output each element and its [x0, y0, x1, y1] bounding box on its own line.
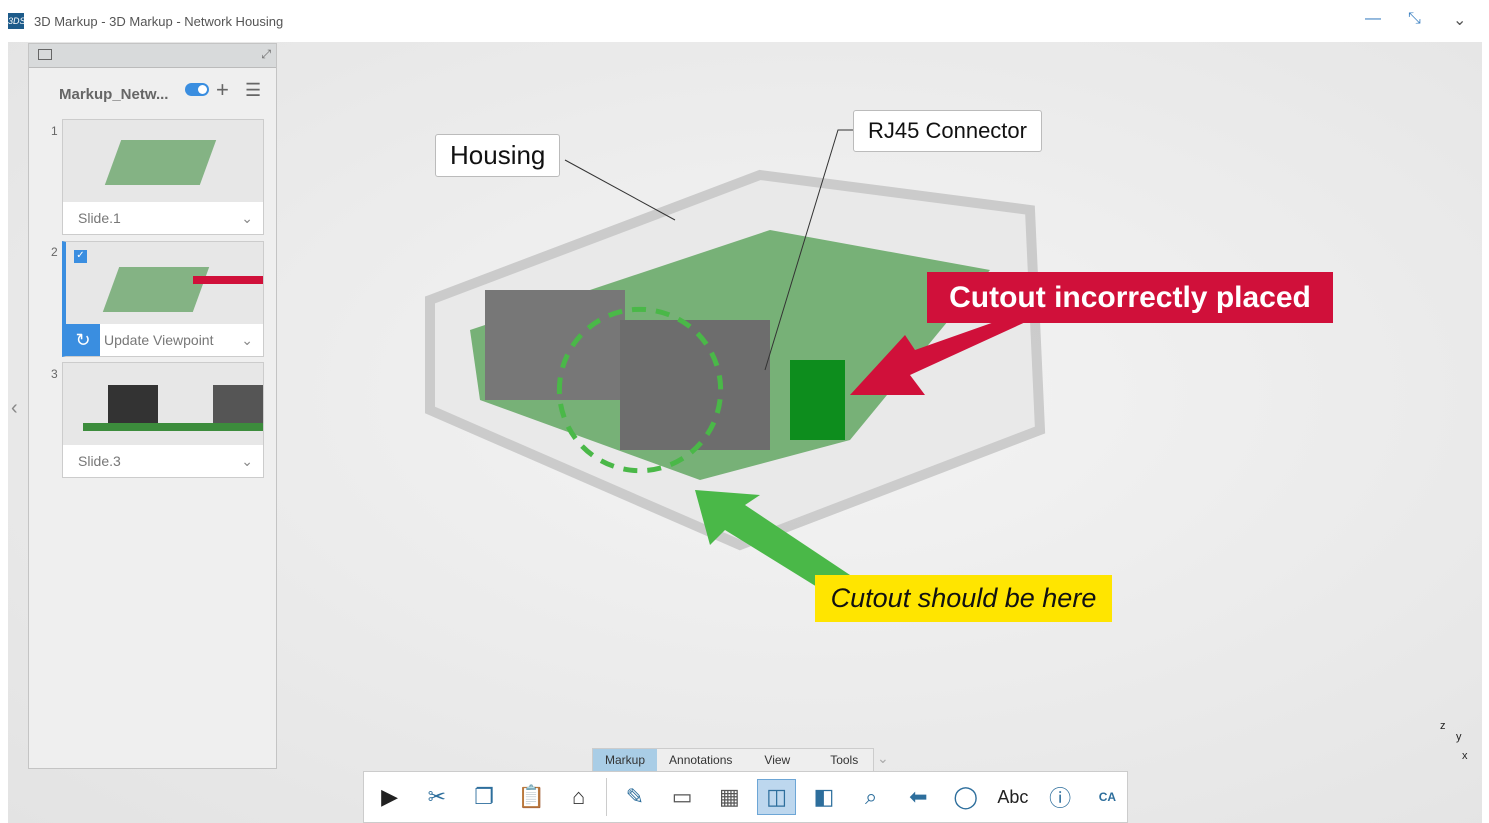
measure-icon[interactable]: ⌕	[864, 784, 878, 809]
3d-view-icon[interactable]: ◫	[756, 779, 797, 815]
chevron-down-icon[interactable]: ⌄	[241, 210, 253, 226]
cutout-here-annotation[interactable]: Cutout should be here	[815, 575, 1112, 622]
slide-thumbnail	[63, 120, 263, 202]
slide-number: 3	[51, 367, 58, 381]
section-icon[interactable]: ◧	[813, 784, 835, 809]
collapse-toolbar-icon[interactable]: ⌄	[877, 750, 889, 766]
slide-number: 1	[51, 124, 58, 138]
expand-icon[interactable]: ⤢	[261, 47, 271, 61]
background-icon[interactable]: ▭	[671, 784, 693, 809]
tab-view[interactable]: View	[764, 753, 791, 767]
arrow-icon[interactable]: ⬅	[909, 784, 928, 809]
title-bar: 3DS 3D Markup - 3D Markup - Network Hous…	[0, 0, 1489, 42]
chevron-down-icon[interactable]: ⌄	[241, 453, 253, 469]
text-button[interactable]: Abc	[997, 786, 1029, 807]
slide-label: Slide.3	[78, 453, 121, 469]
slide-item[interactable]: Slide.3 ⌄	[62, 362, 264, 478]
app-logo: 3DS	[8, 13, 26, 29]
slide-item-selected[interactable]: ✓ ↻Update Viewpoint ⌄	[62, 241, 264, 357]
minimize-icon[interactable]: —	[1365, 10, 1381, 27]
axis-triad: z y x	[1440, 720, 1468, 762]
circle-icon[interactable]: ◯	[953, 784, 978, 809]
slide-thumbnail	[63, 363, 263, 445]
chevron-down-icon[interactable]: ⌄	[241, 332, 253, 348]
add-icon[interactable]: +	[216, 77, 229, 102]
checkbox[interactable]: ✓	[74, 250, 87, 263]
refresh-icon[interactable]: ↻	[66, 324, 100, 356]
alert-icon[interactable]: ⓘ	[1049, 786, 1072, 811]
axis-z: z	[1440, 720, 1446, 732]
screen-icon[interactable]	[38, 49, 52, 60]
slide-number: 2	[51, 245, 58, 259]
tab-tools[interactable]: Tools	[830, 753, 859, 767]
restore-icon[interactable]: ⤡	[1408, 10, 1421, 27]
play-icon[interactable]: ▶	[381, 784, 399, 809]
panel-header: ⤢	[29, 44, 276, 68]
action-toolbar: ▶ ✂ ❐ 📋 ⌂ ✎ ▭ ▦ ◫ ◧ ⌕ ⬅ ◯ Abc ⓘ CA	[363, 771, 1128, 823]
toolbar-tabs: Markup Annotations View Tools	[592, 748, 874, 772]
ca-icon[interactable]: CA	[1098, 790, 1117, 804]
window-title: 3D Markup - 3D Markup - Network Housing	[34, 14, 284, 29]
slide-label: Slide.1	[78, 210, 121, 226]
grid-icon[interactable]: ▦	[718, 784, 740, 809]
collapse-panel-icon[interactable]: ‹	[11, 397, 18, 419]
axis-y: y	[1456, 731, 1462, 743]
markup-name: Markup_Netw...	[59, 86, 169, 103]
tab-annotations[interactable]: Annotations	[669, 753, 733, 767]
home-icon[interactable]: ⌂	[571, 784, 586, 809]
slide-item[interactable]: Slide.1 ⌄	[62, 119, 264, 235]
scissors-icon[interactable]: ✂	[427, 784, 447, 809]
tab-markup[interactable]: Markup	[593, 749, 658, 771]
paste-icon[interactable]: 📋	[517, 784, 546, 809]
rj45-annotation[interactable]: RJ45 Connector	[853, 110, 1042, 152]
copy-icon[interactable]: ❐	[474, 784, 494, 809]
menu-icon[interactable]: ☰	[245, 80, 262, 100]
housing-annotation[interactable]: Housing	[435, 134, 561, 177]
slide-label[interactable]: Update Viewpoint	[104, 332, 214, 348]
axis-x: x	[1462, 750, 1468, 762]
edit-markup-icon[interactable]: ✎	[625, 784, 645, 809]
slide-thumbnail: ✓	[66, 242, 263, 324]
cutout-incorrect-annotation[interactable]: Cutout incorrectly placed	[927, 272, 1333, 323]
chevron-down-icon[interactable]: ⌄	[1453, 12, 1467, 29]
visibility-toggle[interactable]	[185, 83, 209, 96]
